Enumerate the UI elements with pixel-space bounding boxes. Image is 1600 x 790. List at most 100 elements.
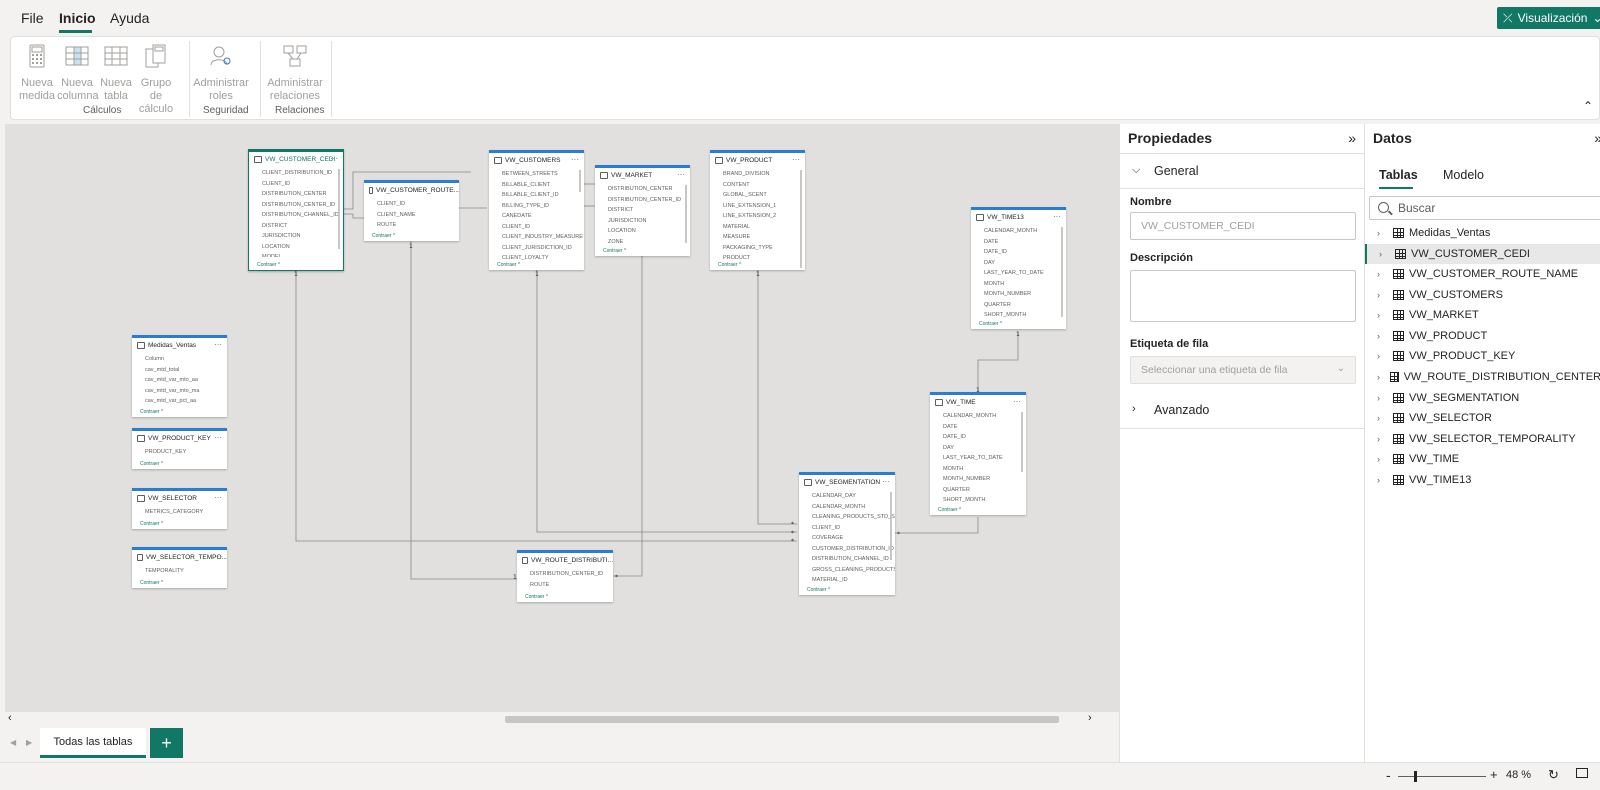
field-item[interactable]: CUSTOMER_DISTRIBUTION_ID <box>812 545 894 552</box>
field-item[interactable]: LAST_YEAR_TO_DATE <box>943 455 1003 461</box>
field-item[interactable]: CLIENT_JURISDICTION_ID <box>502 244 572 251</box>
scroll-thumb[interactable] <box>505 716 1059 723</box>
field-item[interactable]: CLIENT_ID <box>502 223 531 230</box>
field-item[interactable]: MONTH_NUMBER <box>943 476 991 482</box>
table-card-vw-selector-temporality[interactable]: VW_SELECTOR_TEMPO...··· TEMPORALITY Cont… <box>132 547 227 588</box>
field-item[interactable]: ROUTE <box>377 222 397 228</box>
grupo-calculo-button[interactable]: Grupo de cálculo <box>135 41 177 116</box>
field-item[interactable]: BILLABLE_CLIENT_ID <box>502 192 559 198</box>
tab-next-icon[interactable]: ▶ <box>26 738 33 747</box>
contraer-link[interactable]: Contraer ^ <box>257 262 281 268</box>
field-item[interactable]: MONTH <box>943 465 964 472</box>
field-item[interactable]: CLIENT_DISTRIBUTION_ID <box>262 170 332 176</box>
table-card-vw-product-key[interactable]: VW_PRODUCT_KEY··· PRODUCT_KEY Contraer ^ <box>132 428 227 469</box>
table-card-vw-selector[interactable]: VW_SELECTOR··· METRICS_CATEGORY Contraer… <box>132 488 227 529</box>
data-item-vw-selector-temporality[interactable]: ›VW_SELECTOR_TEMPORALITY <box>1365 429 1600 449</box>
field-item[interactable]: CALENDAR_DAY <box>812 493 856 499</box>
scroll-right-icon[interactable]: › <box>1088 712 1092 724</box>
contraer-link[interactable]: Contraer ^ <box>497 262 521 268</box>
menu-inicio[interactable]: Inicio <box>59 10 96 26</box>
contraer-link[interactable]: Contraer ^ <box>938 507 962 513</box>
field-item[interactable]: CLIENT_ID <box>262 180 291 187</box>
field-item[interactable]: PACKAGING_TYPE <box>723 244 773 251</box>
data-item-vw-customer-cedi[interactable]: ›VW_CUSTOMER_CEDI <box>1365 244 1600 264</box>
data-item-vw-segmentation[interactable]: ›VW_SEGMENTATION <box>1365 388 1600 408</box>
table-card-medidas-ventas[interactable]: Medidas_Ventas··· Column cav_mtd_total c… <box>132 335 227 417</box>
search-input[interactable]: Buscar <box>1369 196 1600 220</box>
field-item[interactable]: DAY <box>943 444 954 451</box>
visualizacion-button[interactable]: ⤫ Visualización ⌄ <box>1497 7 1600 29</box>
field-item[interactable]: TEMPORALITY <box>145 568 184 574</box>
field-item[interactable]: DISTRIBUTION_CENTER_ID <box>608 196 682 203</box>
administrar-relaciones-button[interactable]: Administrar relaciones <box>265 41 325 103</box>
reset-zoom-icon[interactable]: ↻ <box>1548 767 1559 782</box>
card-scrollbar[interactable] <box>800 170 802 268</box>
collapse-ribbon-icon[interactable]: ⌃ <box>1582 99 1593 113</box>
nueva-columna-button[interactable]: Nueva columna <box>57 41 99 103</box>
menu-file[interactable]: File <box>21 10 44 26</box>
field-item[interactable]: JURISDICTION <box>262 233 301 239</box>
field-item[interactable]: MONTH_NUMBER <box>984 291 1032 297</box>
card-scrollbar[interactable] <box>1021 412 1023 472</box>
field-item[interactable]: CLIENT_INDUSTRY_MEASURE <box>502 234 583 240</box>
field-item[interactable]: DATE_ID <box>984 249 1007 255</box>
zoom-in-button[interactable]: + <box>1490 767 1498 782</box>
add-layout-button[interactable]: + <box>150 728 183 758</box>
data-item-vw-customer-route-name[interactable]: ›VW_CUSTOMER_ROUTE_NAME <box>1365 264 1600 284</box>
field-item[interactable]: MATERIAL <box>723 223 751 230</box>
field-item[interactable]: DATE <box>984 238 999 245</box>
more-options-icon[interactable]: ··· <box>214 552 222 561</box>
table-card-vw-time13[interactable]: VW_TIME13··· CALENDAR_MONTH DATE DATE_ID… <box>971 207 1066 329</box>
field-item[interactable]: CANEDATE <box>502 213 532 219</box>
contraer-link[interactable]: Contraer ^ <box>140 461 164 467</box>
data-item-vw-customers[interactable]: ›VW_CUSTOMERS <box>1365 285 1600 305</box>
field-item[interactable]: PRODUCT_KEY <box>145 449 187 455</box>
more-options-icon[interactable]: ··· <box>882 477 890 486</box>
field-item[interactable]: QUARTER <box>984 301 1011 308</box>
scroll-left-icon[interactable]: ‹ <box>8 712 12 724</box>
more-options-icon[interactable]: ··· <box>1053 212 1061 221</box>
field-item[interactable]: MEASURE <box>723 234 751 240</box>
table-card-vw-route-distribution[interactable]: VW_ROUTE_DISTRIBUTI...··· DISTRIBUTION_C… <box>517 550 613 602</box>
contraer-link[interactable]: Contraer ^ <box>140 409 164 415</box>
field-item[interactable]: ROUTE <box>530 581 550 588</box>
field-item[interactable]: BILLING_TYPE_ID <box>502 202 550 209</box>
field-item[interactable]: CALENDAR_MONTH <box>984 228 1038 234</box>
field-item[interactable]: SHORT_MONTH <box>984 312 1027 318</box>
field-item[interactable]: SHORT_MONTH <box>943 497 986 503</box>
table-card-vw-time[interactable]: VW_TIME··· CALENDAR_MONTH DATE DATE_ID D… <box>930 392 1026 515</box>
data-item-vw-time[interactable]: ›VW_TIME <box>1365 449 1600 469</box>
card-scrollbar[interactable] <box>890 492 892 560</box>
descripcion-field[interactable] <box>1130 270 1356 322</box>
field-item[interactable]: DISTRIBUTION_CHANNEL_ID <box>812 556 889 562</box>
field-item[interactable]: MODEL <box>262 254 282 257</box>
field-item[interactable]: DISTRICT <box>262 222 288 229</box>
section-avanzado[interactable]: › Avanzado <box>1120 393 1365 429</box>
field-item[interactable]: CLIENT_NAME <box>377 211 416 218</box>
tab-todas-las-tablas[interactable]: Todas las tablas <box>40 728 146 758</box>
field-item[interactable]: CLEANING_PRODUCTS_STD_SALES <box>812 514 895 520</box>
field-item[interactable]: COVERAGE <box>812 535 844 541</box>
more-options-icon[interactable]: ··· <box>330 154 338 163</box>
field-item[interactable]: cav_mtd_var_mto_aa <box>145 377 198 383</box>
table-card-vw-customer-cedi[interactable]: VW_CUSTOMER_CEDI··· CLIENT_DISTRIBUTION_… <box>248 149 344 271</box>
contraer-link[interactable]: Contraer ^ <box>372 233 396 239</box>
field-item[interactable]: MATERIAL_ID <box>812 577 848 583</box>
field-item[interactable]: LOCATION <box>608 228 636 234</box>
data-item-vw-route-distribution-center[interactable]: ›VW_ROUTE_DISTRIBUTION_CENTER <box>1365 367 1600 387</box>
table-card-vw-segmentation[interactable]: VW_SEGMENTATION··· CALENDAR_DAY CALENDAR… <box>799 472 895 595</box>
more-options-icon[interactable]: ··· <box>792 155 800 164</box>
section-general[interactable]: ⌵ General <box>1120 153 1365 189</box>
field-item[interactable]: PRODUCT <box>723 255 751 261</box>
field-item[interactable]: cav_mtd_total <box>145 366 180 373</box>
field-item[interactable]: LOCATION <box>262 243 290 250</box>
data-item-vw-market[interactable]: ›VW_MARKET <box>1365 305 1600 325</box>
fit-to-screen-icon[interactable] <box>1576 768 1588 778</box>
card-scrollbar[interactable] <box>338 169 340 249</box>
more-options-icon[interactable]: ··· <box>446 185 454 194</box>
field-item[interactable]: Column <box>145 356 164 362</box>
tab-prev-icon[interactable]: ◀ <box>10 738 17 747</box>
field-item[interactable]: DATE_ID <box>943 434 966 440</box>
data-item-vw-product[interactable]: ›VW_PRODUCT <box>1365 326 1600 346</box>
table-card-vw-market[interactable]: VW_MARKET··· DISTRIBUTION_CENTER DISTRIB… <box>595 165 690 256</box>
